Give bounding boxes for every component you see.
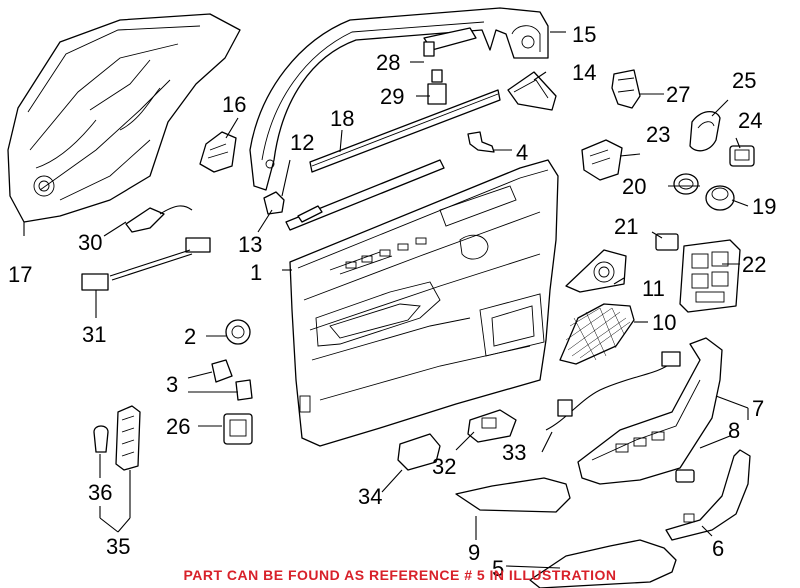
part-18-window-sweep (285, 89, 501, 231)
part-5-map-pocket-trim (529, 539, 677, 588)
part-30-cable (125, 205, 193, 233)
callout-3: 3 (166, 372, 178, 397)
callout-14: 14 (572, 60, 596, 85)
part-36-bulb (93, 425, 109, 453)
callout-30: 30 (78, 230, 102, 255)
callout-34: 34 (358, 484, 382, 509)
part-14-mirror-cover (507, 71, 557, 111)
callout-4: 4 (516, 140, 528, 165)
part-22-window-switch-panel (679, 239, 741, 313)
part-19-knob (705, 185, 735, 211)
part-17-insulation-panel (7, 13, 241, 223)
callout-29: 29 (380, 84, 404, 109)
part-13-retainer-clip (263, 191, 285, 215)
callout-22: 22 (742, 252, 766, 277)
callout-6: 6 (712, 536, 724, 561)
part-8-clip (675, 469, 695, 483)
part-9-lower-trim-piece (455, 477, 571, 513)
reference-notice: PART CAN BE FOUND AS REFERENCE # 5 IN IL… (183, 567, 616, 583)
part-24-button (729, 145, 755, 167)
callout-33: 33 (502, 440, 526, 465)
callout-16: 16 (222, 92, 246, 117)
callout-23: 23 (646, 122, 670, 147)
part-16-bracket (199, 131, 237, 173)
callout-31: 31 (82, 322, 106, 347)
callout-26: 26 (166, 414, 190, 439)
callout-labels: 17 16 15 28 29 18 14 12 4 13 1 27 25 23 … (8, 22, 776, 581)
part-32-connector (467, 409, 517, 443)
part-27-switch (611, 69, 641, 109)
callout-1: 1 (250, 260, 262, 285)
callout-15: 15 (572, 22, 596, 47)
callout-9: 9 (468, 540, 480, 565)
part-26-lock-button (223, 413, 253, 445)
callout-18: 18 (330, 106, 354, 131)
part-1-door-trim-panel (289, 159, 559, 447)
part-12-trim-strip (297, 205, 323, 223)
callout-28: 28 (376, 50, 400, 75)
part-33-wiring-harness (545, 351, 681, 431)
part-35-courtesy-lamp (115, 405, 141, 471)
callout-17: 17 (8, 262, 32, 287)
callout-35: 35 (106, 534, 130, 559)
callout-12: 12 (290, 130, 314, 155)
part-28-clip (423, 27, 477, 57)
callout-36: 36 (88, 480, 112, 505)
part-20-trim-ring (673, 173, 699, 195)
callout-25: 25 (732, 68, 756, 93)
part-15-window-frame-trim (249, 7, 549, 191)
callout-11: 11 (642, 276, 665, 301)
callout-8: 8 (728, 418, 740, 443)
callout-24: 24 (738, 108, 762, 133)
part-10-speaker-grille (559, 303, 635, 365)
part-2-grommet (225, 319, 251, 345)
part-34-lamp-housing (397, 433, 441, 471)
callout-19: 19 (752, 194, 776, 219)
leader-lines (23, 31, 749, 569)
part-3-clip-set (211, 359, 253, 401)
callout-27: 27 (666, 82, 690, 107)
callout-10: 10 (652, 310, 676, 335)
part-4-screw (467, 131, 495, 153)
callout-7: 7 (752, 396, 764, 421)
part-31-cable-harness (81, 237, 211, 291)
callout-2: 2 (184, 324, 196, 349)
part-23-switch (581, 139, 623, 181)
part-11-tweeter-grille (565, 249, 627, 293)
part-29-plug (427, 69, 447, 105)
part-25-mirror-switch-cover (689, 111, 721, 152)
part-7-armrest (577, 337, 723, 485)
callout-21: 21 (614, 214, 638, 239)
part-6-lower-trim (665, 449, 751, 541)
callout-32: 32 (432, 454, 456, 479)
callout-20: 20 (622, 174, 646, 199)
callout-13: 13 (238, 232, 262, 257)
callout-5: 5 (492, 556, 504, 581)
